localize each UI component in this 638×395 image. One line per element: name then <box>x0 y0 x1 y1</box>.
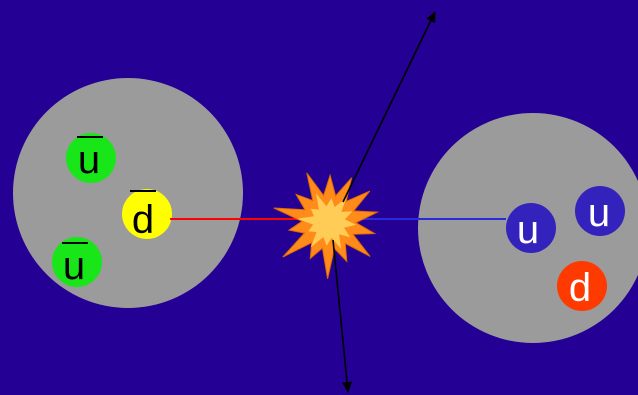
antiquark-u-bottom-ball <box>52 237 102 287</box>
explosion-burst-icon <box>273 172 380 279</box>
quark-d-label: d <box>569 266 591 310</box>
quark-u-left-label: u <box>517 208 539 252</box>
antiquark-u-top-ball <box>66 133 116 183</box>
antiquark-u-bottom-label: u <box>63 244 85 288</box>
antiproton-body <box>13 78 243 308</box>
outgoing-arrow-up <box>342 11 436 203</box>
antiquark-d: d <box>122 189 172 242</box>
proton: u u d <box>418 113 638 343</box>
quark-u-left: u <box>506 203 556 253</box>
antiquark-d-label: d <box>132 198 154 242</box>
antiquark-u-top: u <box>66 133 116 183</box>
quark-u-right-label: u <box>588 191 610 235</box>
quark-d-ball <box>557 261 607 311</box>
antiquark-u-top-label: u <box>78 138 100 182</box>
quark-d: d <box>557 261 607 311</box>
quark-u-left-ball <box>506 203 556 253</box>
quark-u-right: u <box>575 186 625 236</box>
quark-u-right-ball <box>575 186 625 236</box>
antiquark-u-bottom: u <box>52 237 102 288</box>
antiquark-d-ball <box>122 189 172 239</box>
burst-inner <box>297 193 357 249</box>
outgoing-arrow-down <box>332 239 352 393</box>
antiproton: u d u <box>13 78 243 308</box>
